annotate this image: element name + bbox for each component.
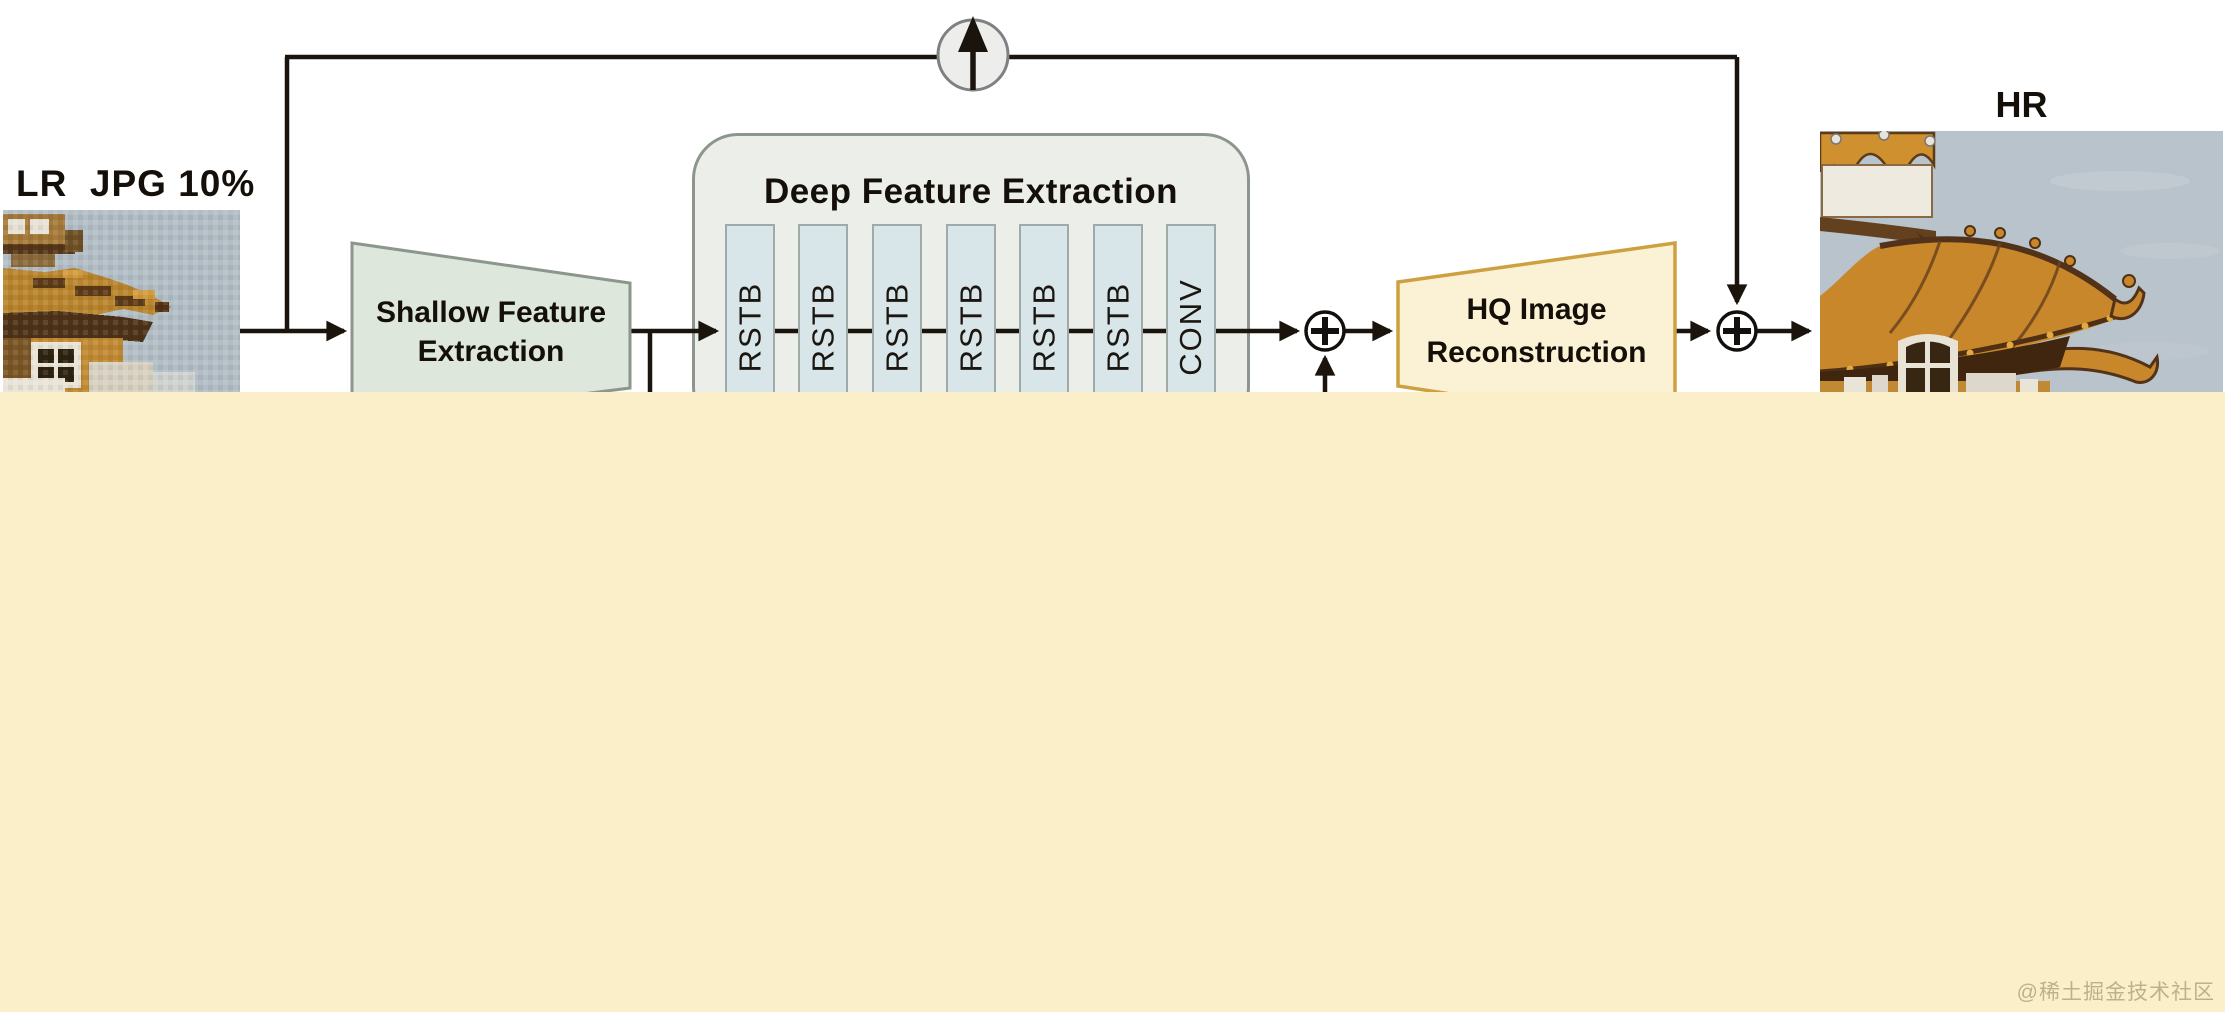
add-icon-1 [1304, 310, 1346, 352]
lr-input-image [3, 210, 240, 392]
block-rstb-3-label: RSTB [879, 281, 914, 373]
block-rstb-1-label: RSTB [732, 281, 767, 373]
block-rstb-5-label: RSTB [1026, 281, 1061, 373]
upsample-icon [936, 16, 1010, 92]
hr-output-image [1820, 131, 2223, 392]
shallow-label-line1: Shallow Feature [375, 296, 607, 329]
shallow-label-line2: Extraction [417, 335, 565, 368]
overlay-band: @稀土掘金技术社区 [0, 392, 2225, 1012]
block-rstb-4-label: RSTB [953, 281, 988, 373]
watermark: @稀土掘金技术社区 [2016, 981, 2215, 1004]
block-rstb-2-label: RSTB [805, 281, 840, 373]
hq-label-line1: HQ Image [1466, 293, 1607, 326]
hq-label-line2: Reconstruction [1426, 336, 1647, 369]
block-conv-label: CONV [1173, 278, 1209, 376]
shallow-feature-extraction-label: Shallow Feature Extraction [352, 293, 630, 371]
add-icon-2 [1716, 310, 1758, 352]
hq-reconstruction-label: HQ Image Reconstruction [1398, 288, 1675, 374]
deep-feature-extraction-title: Deep Feature Extraction [763, 172, 1179, 211]
block-rstb-6-label: RSTB [1100, 281, 1135, 373]
lr-input-label: LR JPG 10% [16, 163, 256, 204]
hr-output-label: HR [1995, 84, 2048, 125]
